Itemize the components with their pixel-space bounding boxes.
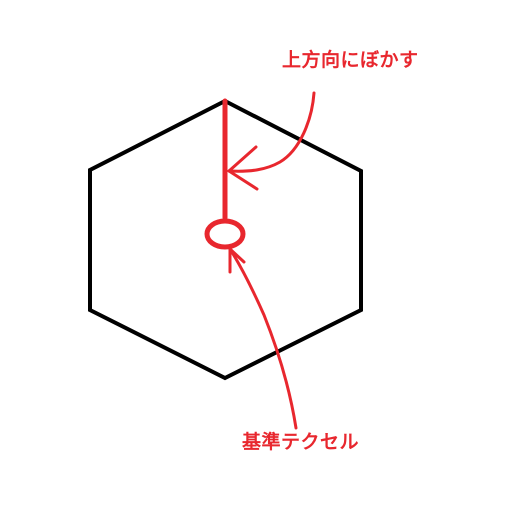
reference-texel-label: 基準テクセル (241, 430, 359, 453)
blur-direction-label: 上方向にぼかす (282, 48, 419, 71)
reference-texel-marker (204, 218, 246, 250)
blur-label-pointer-arrow (227, 91, 316, 173)
blur-label-arrowhead (227, 145, 259, 191)
texel-label-pointer-arrow (228, 247, 298, 430)
hexagon-outline (88, 98, 363, 381)
texel-label-arrowhead (228, 247, 246, 274)
